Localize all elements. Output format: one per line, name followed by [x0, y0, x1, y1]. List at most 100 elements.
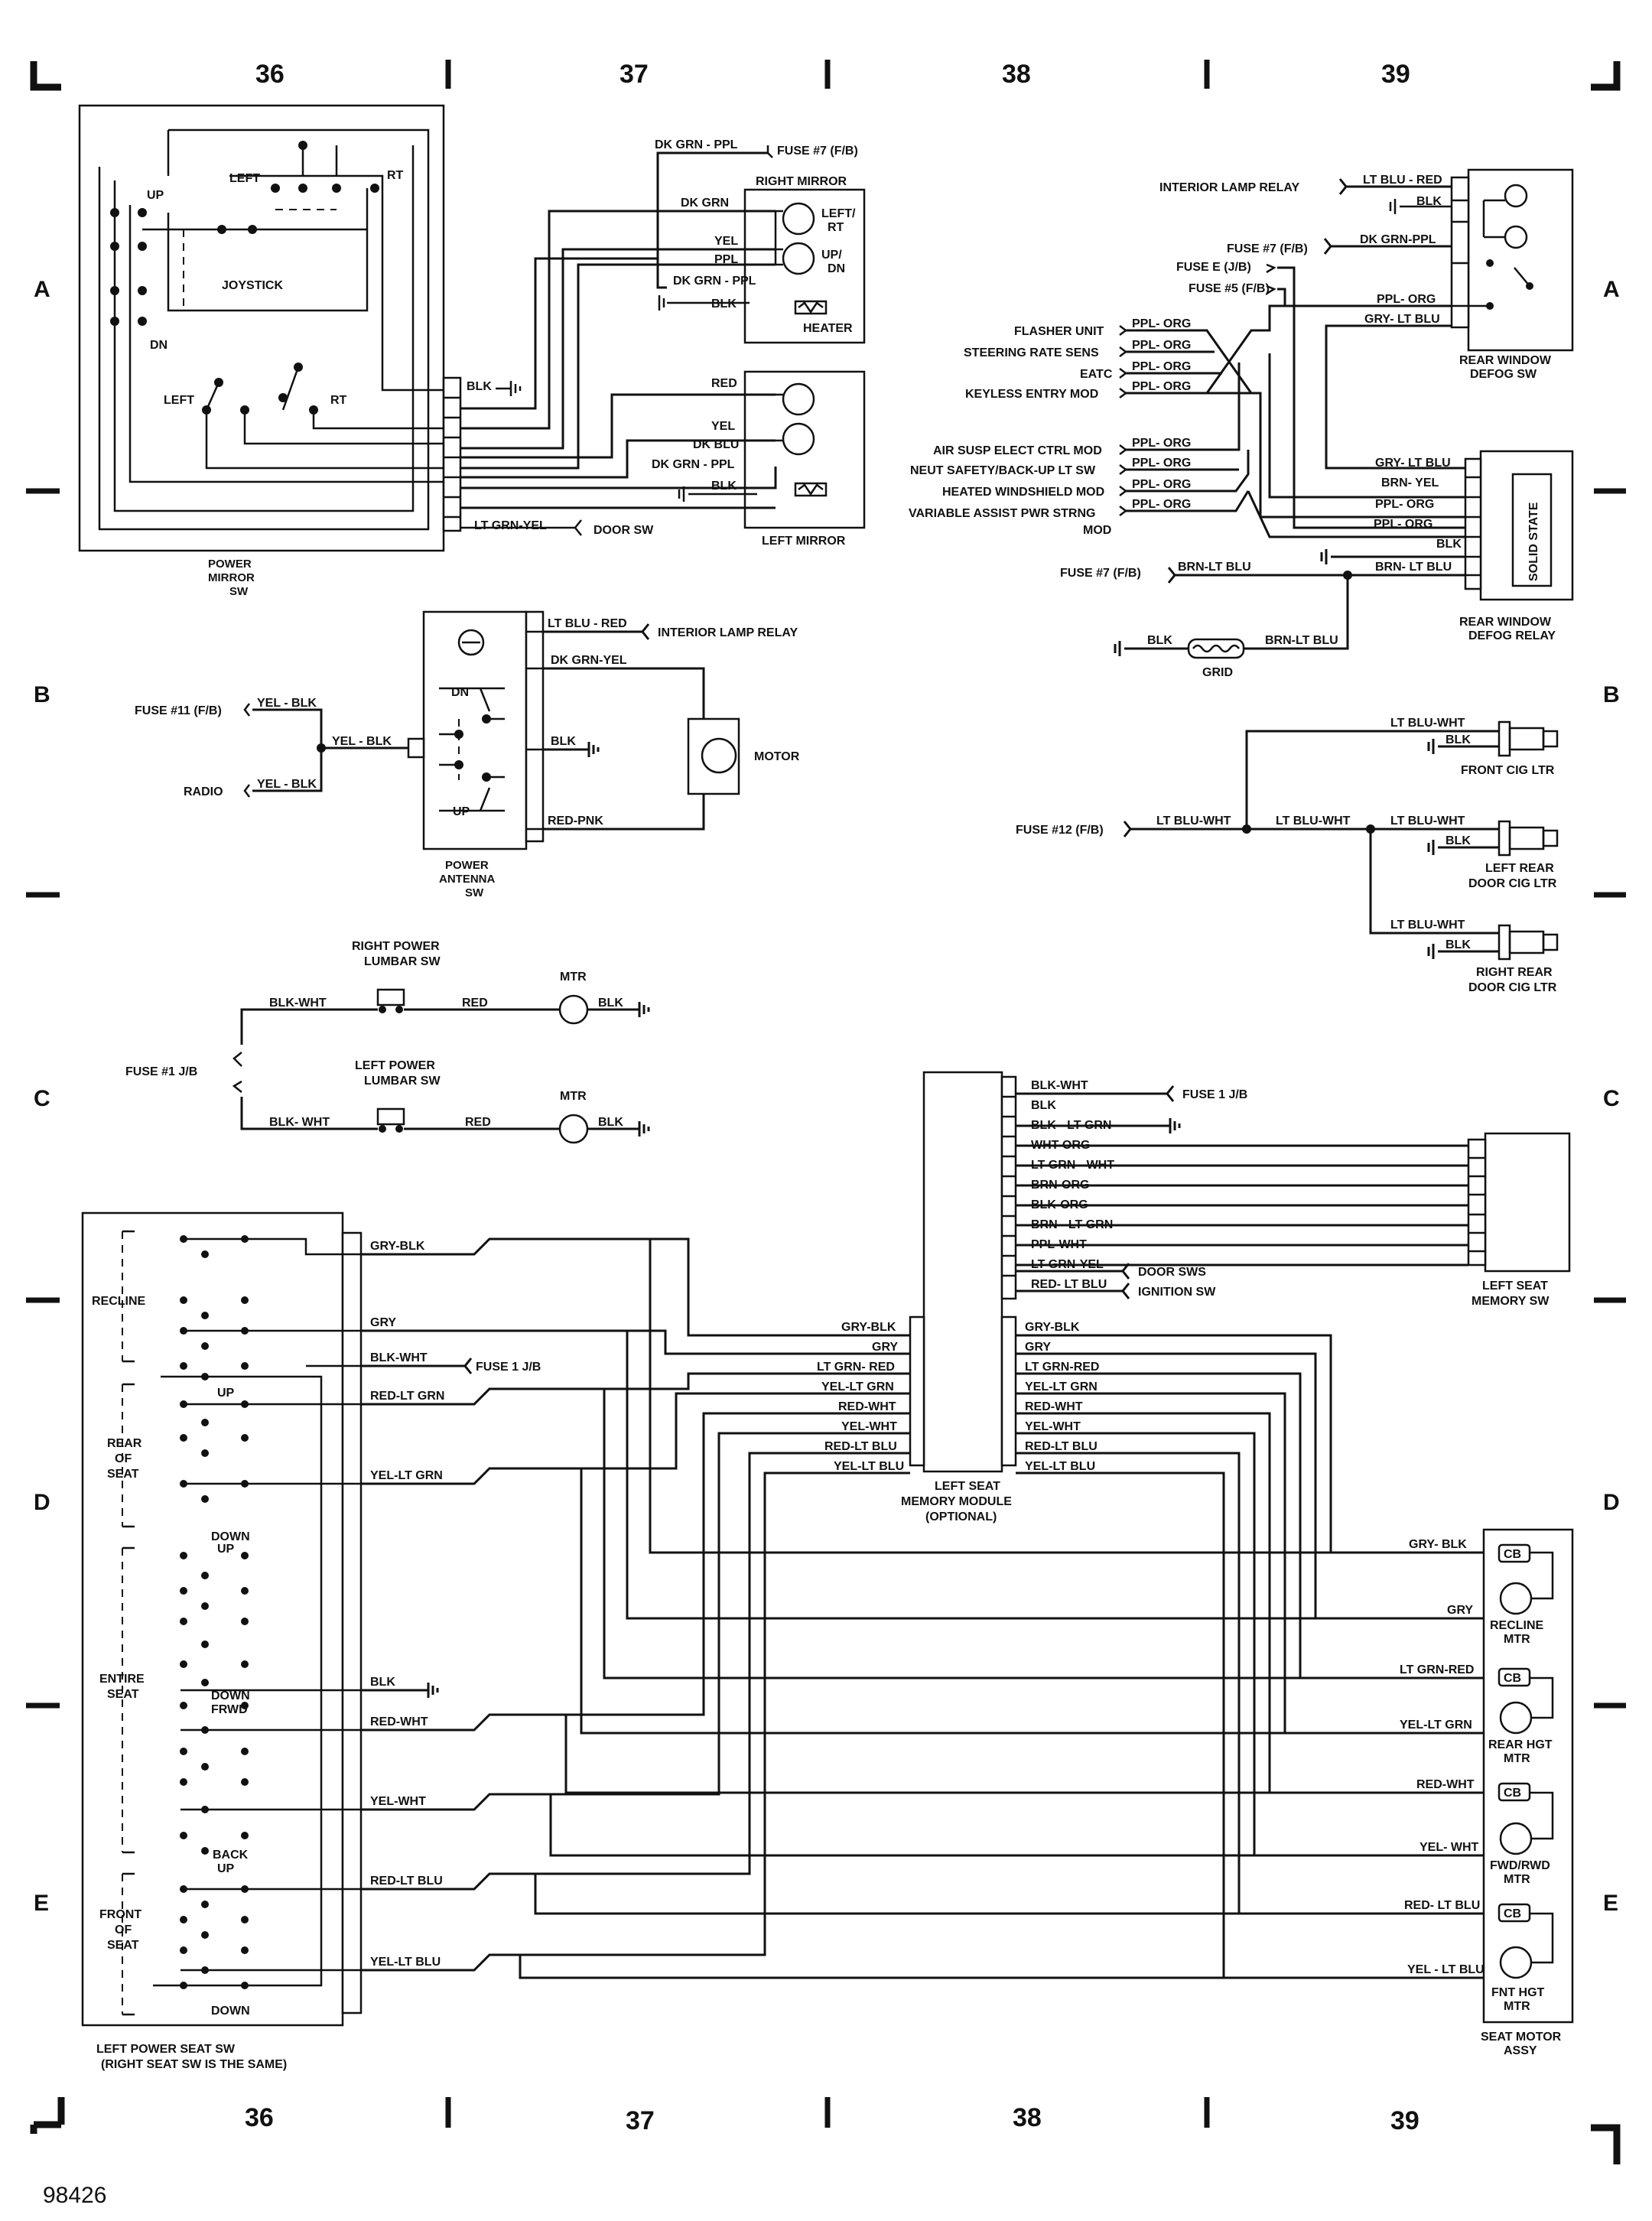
lm-wire-red: RED: [711, 377, 737, 390]
relay-brnltblu-a: BRN-LT BLU: [1178, 561, 1251, 574]
up-dn-label-1: UP/: [821, 249, 842, 262]
module-airsusp: AIR SUSP ELECT CTRL MOD: [933, 444, 1102, 457]
switch-contact: [180, 1702, 187, 1709]
ppl-org-8: PPL- ORG: [1132, 498, 1191, 511]
seat-wire-4: YEL-LT GRN: [370, 1469, 443, 1482]
mem-left-wire-3: YEL-LT GRN: [821, 1380, 894, 1393]
memory-fuse1: FUSE 1 J/B: [1182, 1088, 1247, 1101]
switch-contact: [201, 1763, 209, 1771]
rm-wire-dkgrnppl: DK GRN - PPL: [655, 138, 738, 151]
mem-right-wire-2: LT GRN-RED: [1025, 1361, 1099, 1374]
fwd-rwd-mtr-1: FWD/RWD: [1490, 1859, 1550, 1872]
module-eatc: EATC: [1080, 368, 1113, 381]
lm-wire-blk: BLK: [711, 480, 737, 493]
antenna-yelblk-3: YEL - BLK: [257, 778, 317, 791]
switch-contact: [201, 1572, 209, 1579]
right-rear-cig-label-1: RIGHT REAR: [1476, 966, 1553, 979]
cb-2: CB: [1504, 1672, 1521, 1685]
switch-contact: [201, 1419, 209, 1426]
switch-contact: [180, 1946, 187, 1954]
left-rt-label-1: LEFT/: [821, 207, 856, 220]
left-lumbar-label-2: LUMBAR SW: [364, 1075, 441, 1088]
col-38-top: 38: [1002, 60, 1031, 89]
antenna-yelblk-1: YEL - BLK: [257, 697, 317, 710]
ppl-org-3: PPL- ORG: [1132, 360, 1191, 373]
power-mirror-sw-label-3: SW: [229, 585, 249, 598]
seat-backup-2: UP: [217, 1862, 235, 1875]
lumbar-switches: FUSE #1 J/B BLK-WHT BLK- WHT RIGHT POWER…: [125, 940, 650, 1144]
antenna-label-2: ANTENNA: [439, 873, 495, 886]
switch-contact: [201, 1679, 209, 1686]
recline-mtr-1: RECLINE: [1490, 1619, 1544, 1632]
left-rear-cig-label-2: DOOR CIG LTR: [1468, 877, 1557, 890]
entire-seat-2: SEAT: [107, 1688, 139, 1701]
memory-sw-label-2: MEMORY SW: [1472, 1295, 1550, 1308]
recline-mtr-2: MTR: [1504, 1633, 1530, 1646]
seat-downfrwd-2: FRWD: [211, 1703, 248, 1716]
seat-sw-label-1: LEFT POWER SEAT SW: [96, 2043, 236, 2056]
seat-sw-label-2: (RIGHT SEAT SW IS THE SAME): [101, 2058, 287, 2071]
seat-up-2: UP: [217, 1543, 235, 1556]
mem-top-wire-0: BLK-WHT: [1031, 1079, 1088, 1092]
mem-right-wire-3: YEL-LT GRN: [1025, 1380, 1098, 1393]
mem-right-wire-5: YEL-WHT: [1025, 1420, 1081, 1433]
row-a-right: A: [1603, 277, 1620, 302]
front-of-seat-2: OF: [115, 1923, 132, 1936]
switch-contact: [241, 1702, 249, 1709]
lm-wire-dkgrnppl: DK GRN - PPL: [652, 458, 735, 471]
cb-3: CB: [1504, 1787, 1521, 1800]
mem-left-wire-2: LT GRN- RED: [817, 1361, 895, 1374]
mem-left-wire-7: YEL-LT BLU: [834, 1460, 904, 1473]
mirror-left-label: LEFT: [229, 172, 260, 185]
col-38-bottom: 38: [1013, 2103, 1042, 2132]
antenna-label-3: SW: [465, 886, 484, 899]
switch-contact: [201, 1342, 209, 1350]
motor-wire-0: GRY- BLK: [1409, 1538, 1467, 1551]
figure-number: 98426: [43, 2183, 106, 2208]
switch-contact: [241, 1832, 249, 1839]
motor-wire-1: GRY: [1447, 1604, 1473, 1617]
fuse7-mirror: FUSE #7 (F/B): [777, 145, 858, 158]
antenna-wire-dkgrnyel: DK GRN-YEL: [551, 654, 627, 667]
defog-sw-label-2: DEFOG SW: [1470, 368, 1537, 381]
defog-relay-label-1: REAR WINDOW: [1459, 616, 1552, 629]
switch-contact: [180, 1832, 187, 1839]
recline-mtr: CB RECLINE MTR: [1490, 1543, 1554, 1646]
memory-door-sws: DOOR SWS: [1138, 1266, 1206, 1279]
cig-left-rear: BLK LEFT REAR DOOR CIG LTR: [1427, 820, 1559, 890]
fnt-hgt-mtr: CB FNT HGT MTR: [1491, 1903, 1554, 2013]
relay-wire-pplorg-1: PPL- ORG: [1375, 498, 1434, 511]
antenna-up-label: UP: [453, 805, 470, 818]
memory-ignition-sw: IGNITION SW: [1138, 1286, 1216, 1299]
mem-left-wire-4: RED-WHT: [838, 1400, 896, 1413]
left-lumbar-label-1: LEFT POWER: [355, 1059, 435, 1072]
mem-left-wire-1: GRY: [872, 1341, 898, 1354]
module-varassist: VARIABLE ASSIST PWR STRNG: [909, 507, 1095, 520]
defog-wire-ltblured: LT BLU - RED: [1363, 174, 1442, 187]
entire-seat-1: ENTIRE: [99, 1673, 145, 1686]
ppl-org-6: PPL- ORG: [1132, 457, 1191, 470]
mem-right-wire-4: RED-WHT: [1025, 1400, 1083, 1413]
ppl-org-7: PPL- ORG: [1132, 478, 1191, 491]
power-seat-switch: RECLINE REAR OF SEAT ENTIRE SEAT FRONT O…: [81, 1211, 541, 2071]
mirror-rt2-label: RT: [330, 394, 347, 407]
mem-top-wire-5: BRN-ORG: [1031, 1179, 1089, 1192]
switch-contact: [180, 1362, 187, 1370]
row-c-right: C: [1603, 1086, 1620, 1111]
joystick-label: JOYSTICK: [222, 279, 283, 292]
defog-wire-dkgrnppl: DK GRN-PPL: [1360, 233, 1436, 246]
ppl-org-5: PPL- ORG: [1132, 437, 1191, 450]
cig-front-wire: LT BLU-WHT: [1390, 717, 1465, 730]
lumbar-blk-right: BLK: [598, 997, 623, 1010]
switch-contact: [180, 1434, 187, 1442]
front-of-seat-3: SEAT: [107, 1939, 139, 1952]
fwd-rwd-mtr-2: MTR: [1504, 1873, 1530, 1886]
power-mirror-sw-label-1: POWER: [208, 558, 252, 571]
memory-sw-label-1: LEFT SEAT: [1482, 1280, 1548, 1293]
fuse11-label: FUSE #11 (F/B): [135, 704, 222, 717]
defog-fuseE: FUSE E (J/B): [1176, 261, 1251, 274]
cig-front: BLK FRONT CIG LTR: [1427, 720, 1559, 777]
defog-sw-label-1: REAR WINDOW: [1459, 354, 1552, 367]
antenna-yelblk-2: YEL - BLK: [332, 735, 392, 748]
cb-4: CB: [1504, 1907, 1521, 1920]
